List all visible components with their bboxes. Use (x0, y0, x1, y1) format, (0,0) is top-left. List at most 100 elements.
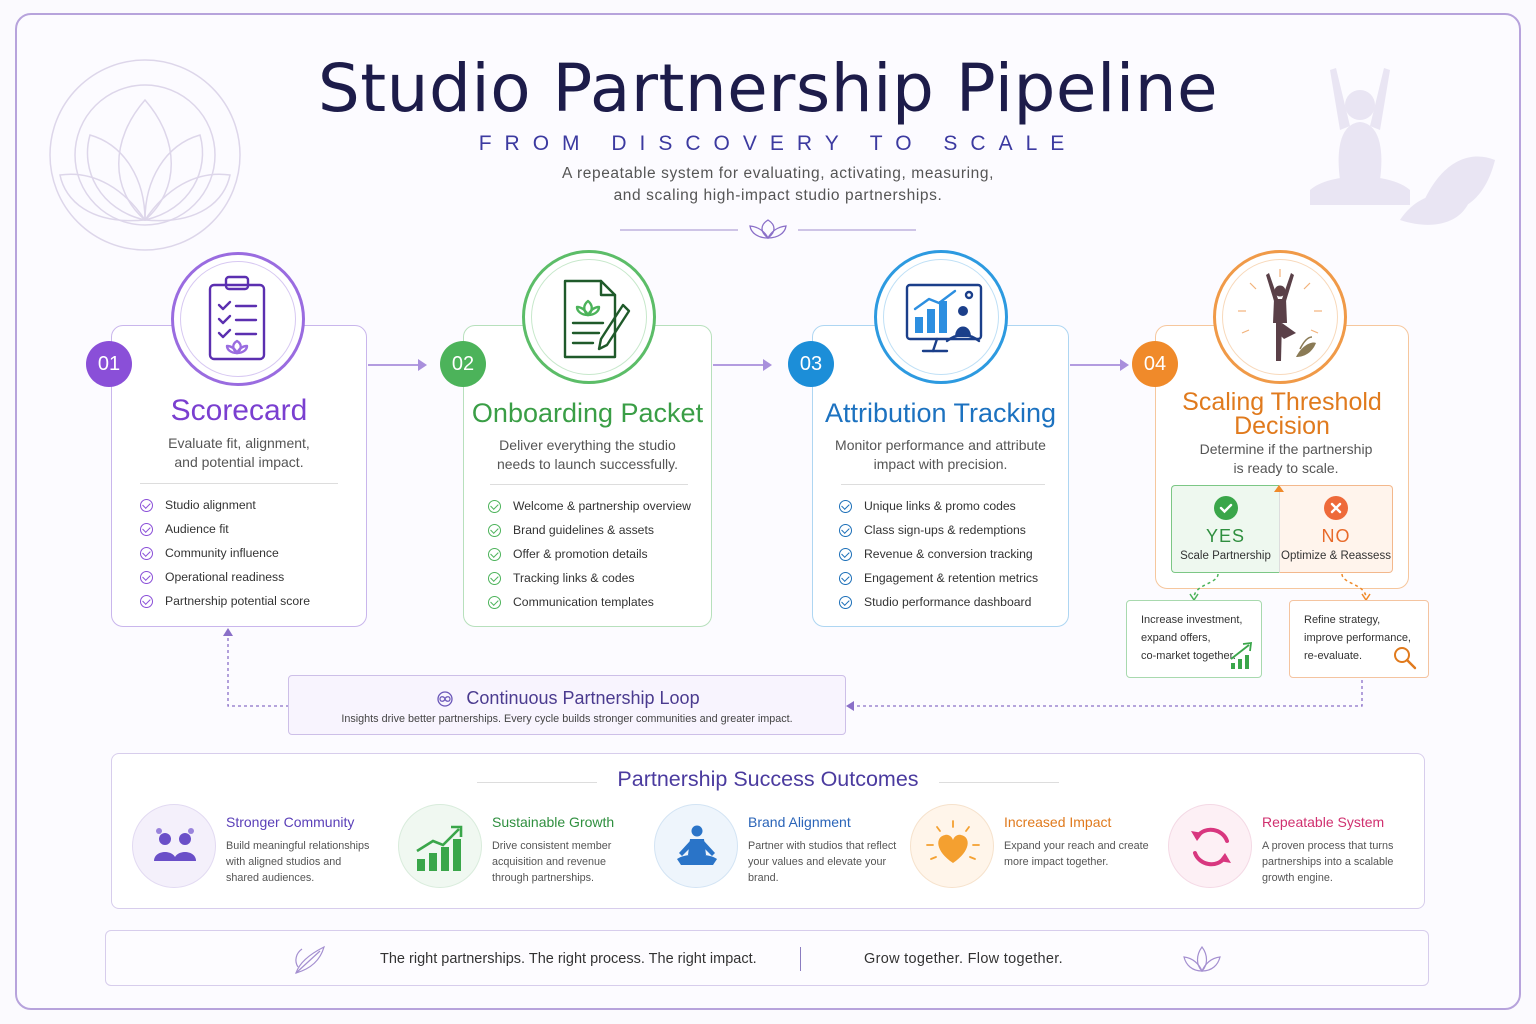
no-outcome-box: Refine strategy, improve performance, re… (1289, 600, 1429, 678)
decision-yes-option[interactable]: YES Scale Partnership (1171, 485, 1279, 573)
outcome-title: Stronger Community (226, 814, 355, 830)
list-item-label: Community influence (165, 546, 279, 560)
yes-outcome-box: Increase investment, expand offers, co-m… (1126, 600, 1262, 678)
list-item-label: Studio alignment (165, 498, 256, 512)
outcome-line: co-market together. (1141, 650, 1236, 662)
title-line: Decision (1234, 412, 1330, 440)
step-number-badge: 03 (788, 341, 834, 387)
outcome-text: Partner with studios that reflect your v… (748, 840, 897, 884)
document-pen-icon (563, 279, 631, 359)
footer-divider (800, 947, 801, 971)
lotus-footer-icon (1183, 945, 1221, 972)
outcome-item: Stronger Community Build meaningful rela… (132, 802, 382, 898)
list-item: Studio performance dashboard (839, 590, 1038, 614)
outcome-text: Drive consistent member acquisition and … (492, 840, 612, 884)
list-item-label: Offer & promotion details (513, 547, 648, 561)
outcome-title: Increased Impact (1004, 814, 1112, 830)
check-circle-icon (488, 499, 501, 513)
page-title: Studio Partnership Pipeline (317, 50, 1219, 127)
desc-line: Evaluate fit, alignment, (168, 435, 310, 451)
desc-line: is ready to scale. (1233, 460, 1339, 476)
footer-bar: The right partnerships. The right proces… (105, 930, 1429, 986)
decision-no-option[interactable]: NO Optimize & Reassess (1279, 485, 1393, 573)
title-line: Scaling Threshold (1182, 388, 1382, 416)
list-item-label: Communication templates (513, 595, 654, 609)
community-people-icon (154, 828, 196, 861)
list-item: Brand guidelines & assets (488, 518, 691, 542)
outcome-item: Increased Impact Expand your reach and c… (910, 802, 1160, 898)
desc-line: and potential impact. (174, 454, 304, 470)
trend-up-icon (1230, 641, 1253, 669)
step-number-badge: 04 (1132, 341, 1178, 387)
list-item: Engagement & retention metrics (839, 566, 1038, 590)
list-item: Welcome & partnership overview (488, 494, 691, 518)
outcomes-title: Partnership Success Outcomes (617, 767, 919, 791)
list-item: Community influence (140, 541, 310, 565)
attribution-title: Attribution Tracking (824, 398, 1057, 428)
decision-connector-lines (1189, 573, 1371, 602)
outcome-line: re-evaluate. (1304, 650, 1363, 662)
onboarding-card: Onboarding Packet Deliver everything the… (463, 325, 712, 627)
close-circle-icon (1324, 496, 1348, 520)
description-line: and scaling high-impact studio partnersh… (613, 187, 943, 204)
desc-line: Deliver everything the studio (499, 437, 676, 453)
outcome-line: expand offers, (1141, 632, 1211, 644)
clipboard-checklist-icon (208, 275, 266, 361)
check-circle-icon (839, 499, 852, 513)
list-item: Unique links & promo codes (839, 494, 1038, 518)
radiant-heart-icon (926, 820, 980, 863)
onboarding-title: Onboarding Packet (471, 398, 704, 428)
outcome-item: Sustainable Growth Drive consistent memb… (398, 802, 648, 898)
badge-ring (531, 259, 647, 375)
card-separator (841, 484, 1045, 485)
list-item: Operational readiness (140, 565, 310, 589)
outcome-item: Repeatable System A proven process that … (1168, 802, 1418, 898)
decision-no-word: NO (1321, 526, 1351, 546)
scorecard-title: Scorecard (170, 394, 308, 427)
page-tagline: FROM DISCOVERY TO SCALE (478, 132, 1078, 155)
card-separator (140, 483, 338, 484)
step-number-badge: 02 (440, 341, 486, 387)
loop-connector-lines (223, 628, 1363, 711)
list-item-label: Brand guidelines & assets (513, 523, 654, 537)
list-item-label: Studio performance dashboard (864, 595, 1032, 609)
outcome-line: improve performance, (1304, 632, 1411, 644)
page-description: A repeatable system for evaluating, acti… (0, 163, 1536, 207)
outcome-icon-circle (910, 804, 994, 888)
list-item: Partnership potential score (140, 589, 310, 613)
desc-line: needs to launch successfully. (496, 456, 679, 472)
scorecard-description: Evaluate fit, alignment, and potential i… (112, 434, 366, 472)
list-item: Studio alignment (140, 493, 310, 517)
list-item-label: Class sign-ups & redemptions (864, 523, 1026, 537)
check-circle-icon (488, 571, 501, 585)
check-circle-icon (839, 523, 852, 537)
outcome-text: Expand your reach and create more impact… (1004, 840, 1149, 868)
loop-subtitle: Insights drive better partnerships. Ever… (341, 713, 793, 725)
meditation-figure-icon (677, 825, 717, 865)
check-circle-icon (839, 547, 852, 561)
badge-ring (1222, 259, 1338, 375)
flow-arrow-icon (368, 359, 427, 371)
check-circle-icon (839, 571, 852, 585)
loop-title-text: Continuous Partnership Loop (466, 688, 700, 708)
scorecard-checklist: Studio alignment Audience fit Community … (140, 493, 310, 613)
check-circle-icon (140, 522, 153, 536)
scaling-description: Determine if the partnership is ready to… (1160, 440, 1412, 478)
list-item: Tracking links & codes (488, 566, 691, 590)
outcome-title: Sustainable Growth (492, 814, 615, 830)
title-rule (477, 782, 597, 783)
decision-no-label: Optimize & Reassess (1281, 550, 1391, 562)
list-item-label: Unique links & promo codes (864, 499, 1016, 513)
outcome-icon-circle (654, 804, 738, 888)
outcome-title: Repeatable System (1262, 814, 1385, 830)
check-circle-icon (488, 523, 501, 537)
onboarding-description: Deliver everything the studio needs to l… (464, 436, 711, 474)
step-number-badge: 01 (86, 341, 132, 387)
loop-title: Continuous Partnership Loop (289, 688, 845, 709)
title-rule (939, 782, 1059, 783)
badge-ring (180, 261, 296, 377)
flow-arrow-icon (1070, 359, 1129, 371)
list-item-label: Operational readiness (165, 570, 285, 584)
outcome-icon-circle (398, 804, 482, 888)
infinity-loop-icon (437, 691, 454, 707)
